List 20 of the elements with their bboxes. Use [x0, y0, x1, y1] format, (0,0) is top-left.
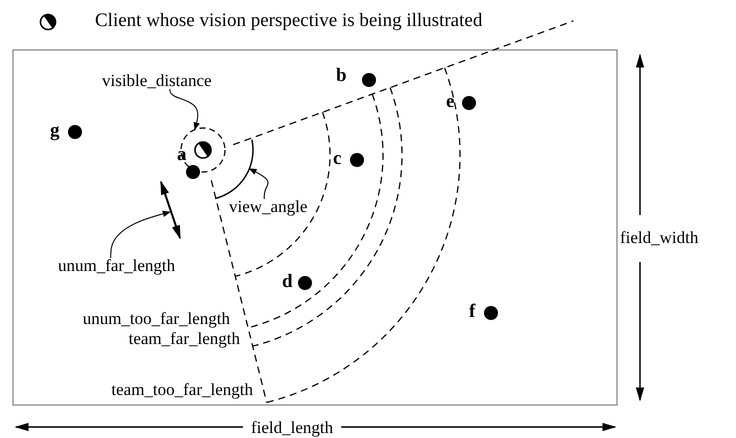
player-letter: f [469, 302, 476, 321]
parameter-label: view_angle [229, 197, 308, 216]
view-angle-arc [214, 140, 254, 200]
leader-line [169, 88, 200, 130]
player-letter: e [446, 92, 454, 111]
leader-line [248, 168, 268, 200]
dimension-label: field_width [620, 228, 698, 247]
distance-label: team_far_length [128, 329, 240, 348]
player-letter: d [282, 272, 293, 291]
distance-label: team_too_far_length [111, 380, 253, 399]
player-letter: c [333, 149, 342, 168]
dimension-label: field_length [251, 418, 334, 437]
player-letter: b [336, 66, 347, 85]
parameter-label: visible_distance [102, 71, 212, 90]
player-letter: g [50, 121, 60, 140]
legend-text: Client whose vision perspective is being illustrated [95, 10, 482, 32]
player-letter: a [177, 145, 186, 164]
parameter-label: unum_far_length [58, 256, 176, 275]
distance-label: unum_too_far_length [82, 309, 230, 328]
leader-line [110, 210, 171, 258]
